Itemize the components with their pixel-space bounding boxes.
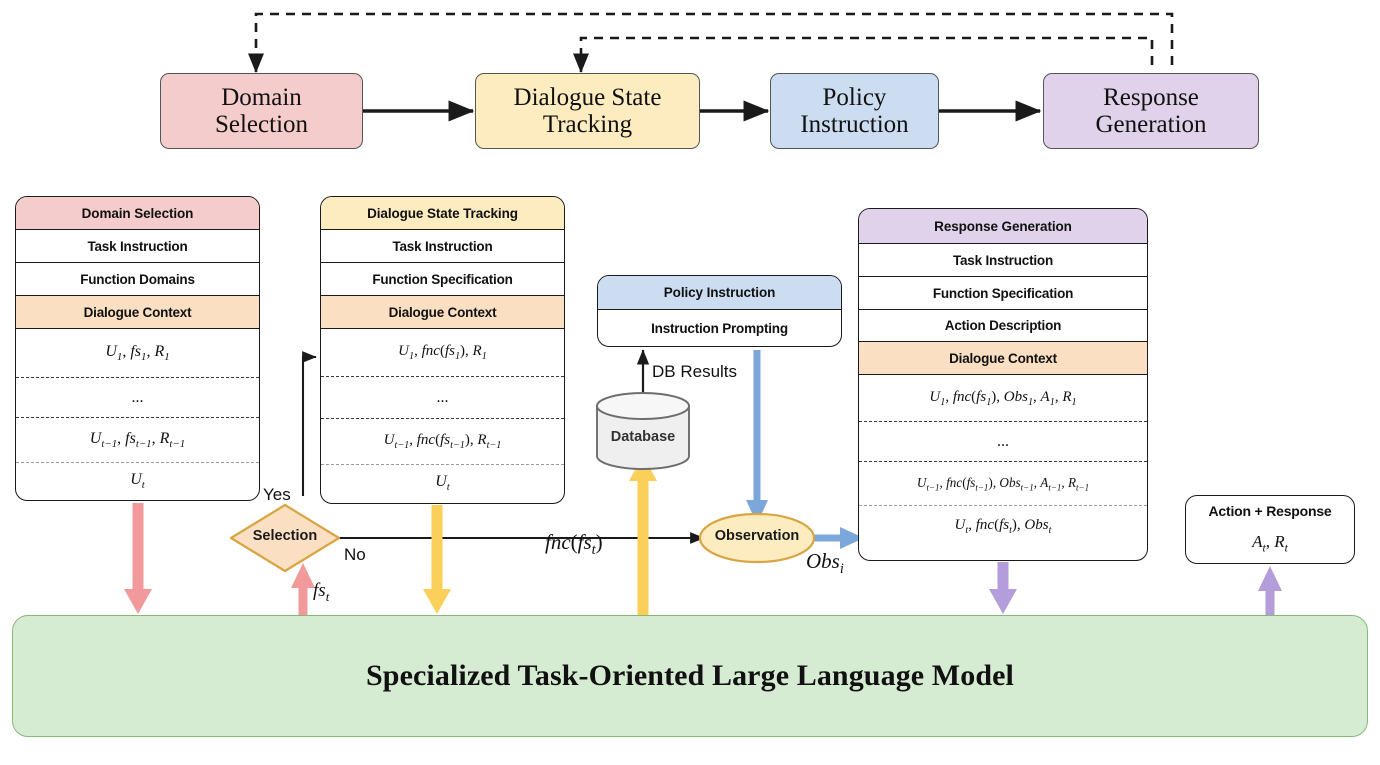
pipeline-stage-response-generation[interactable]: Response Generation bbox=[1043, 73, 1259, 149]
context-item: Ut, fnc(fst), Obst bbox=[954, 516, 1052, 536]
panel-row-task-instruction: Task Instruction bbox=[16, 230, 259, 263]
edge-label-db-results: DB Results bbox=[652, 362, 738, 381]
arrow-observation-to-response-generation bbox=[812, 527, 864, 549]
panel-row-function-domains: Function Domains bbox=[16, 263, 259, 296]
pipeline-stage-policy-instruction[interactable]: Policy Instruction bbox=[770, 73, 939, 149]
context-item: Ut−1, fnc(fst−1), Obst−1, At−1, Rt−1 bbox=[859, 462, 1147, 506]
edge-label-yes: Yes bbox=[263, 485, 291, 504]
panel-action-response: Action + Response At, Rt bbox=[1185, 495, 1355, 564]
context-item: Ut−1, fst−1, Rt−1 bbox=[16, 418, 259, 463]
pipeline-stage-domain-selection[interactable]: Domain Selection bbox=[160, 73, 363, 149]
edge-label-obs-i: Obsi bbox=[806, 549, 844, 578]
panel-row-instruction-prompting: Instruction Prompting bbox=[651, 320, 788, 336]
arrow-dst-to-llm bbox=[423, 505, 451, 614]
panel-policy-instruction: Policy Instruction Instruction Prompting bbox=[597, 275, 842, 347]
panel-dialogue-state-tracking: Dialogue State Tracking Task Instruction… bbox=[320, 196, 565, 504]
arrow-response-generation-to-llm bbox=[989, 562, 1017, 614]
panel-row-dialogue-context: Dialogue Context bbox=[321, 296, 564, 329]
edge-label-no: No bbox=[344, 545, 366, 564]
context-item: ... bbox=[16, 378, 259, 418]
panel-header: Response Generation bbox=[859, 209, 1147, 244]
context-item: U1, fnc(fs1), Obs1, A1, R1 bbox=[859, 375, 1147, 422]
arrow-domain-selection-to-llm bbox=[124, 503, 152, 614]
panel-domain-selection: Domain Selection Task Instruction Functi… bbox=[15, 196, 260, 501]
context-item: U1, fs1, R1 bbox=[16, 329, 259, 378]
panel-row-dialogue-context: Dialogue Context bbox=[16, 296, 259, 329]
panel-row-function-specification: Function Specification bbox=[321, 263, 564, 296]
context-item: ... bbox=[859, 422, 1147, 462]
panel-header: Domain Selection bbox=[16, 197, 259, 230]
arrow-llm-to-database bbox=[629, 455, 657, 615]
edge-label-fnc-fs-t: fnc(fst) bbox=[545, 530, 603, 559]
panel-row-function-specification: Function Specification bbox=[859, 277, 1147, 310]
observation-node-label[interactable]: Observation bbox=[714, 528, 800, 544]
context-item: Ut bbox=[130, 471, 145, 492]
panel-row-task-instruction: Task Instruction bbox=[859, 244, 1147, 277]
pipeline-stage-label: Policy Instruction bbox=[800, 84, 909, 138]
arrow-llm-to-selection bbox=[291, 563, 315, 615]
panel-header: Policy Instruction bbox=[598, 276, 841, 310]
llm-bar: Specialized Task-Oriented Large Language… bbox=[12, 615, 1368, 737]
panel-row-task-instruction: Task Instruction bbox=[321, 230, 564, 263]
action-response-value: At, Rt bbox=[1252, 531, 1288, 555]
pipeline-stage-label: Dialogue State Tracking bbox=[513, 84, 662, 138]
context-item: Ut−1, fnc(fst−1), Rt−1 bbox=[321, 419, 564, 465]
panel-response-generation: Response Generation Task Instruction Fun… bbox=[858, 208, 1148, 561]
feedback-arrow-to-domain-selection bbox=[247, 12, 1174, 74]
panel-header: Dialogue State Tracking bbox=[321, 197, 564, 230]
feedback-arrow-to-dst bbox=[572, 36, 1154, 74]
yes-edge bbox=[301, 351, 317, 496]
llm-bar-title: Specialized Task-Oriented Large Language… bbox=[366, 659, 1014, 692]
panel-row-dialogue-context: Dialogue Context bbox=[859, 342, 1147, 375]
selection-node-label[interactable]: Selection bbox=[252, 528, 318, 544]
pipeline-stage-label: Response Generation bbox=[1095, 84, 1207, 138]
context-item: ... bbox=[321, 377, 564, 419]
edge-label-fs-t: fst bbox=[313, 580, 330, 604]
database-node-label[interactable]: Database bbox=[610, 429, 676, 445]
context-item: Ut bbox=[435, 473, 450, 494]
arrow-llm-to-action-response bbox=[1258, 566, 1282, 615]
panel-header: Action + Response bbox=[1208, 503, 1332, 519]
context-item: U1, fnc(fs1), R1 bbox=[321, 329, 564, 377]
arrow-policy-to-observation bbox=[746, 350, 768, 524]
panel-row-action-description: Action Description bbox=[859, 310, 1147, 342]
pipeline-stage-label: Domain Selection bbox=[214, 84, 309, 138]
pipeline-stage-dialogue-state-tracking[interactable]: Dialogue State Tracking bbox=[475, 73, 700, 149]
